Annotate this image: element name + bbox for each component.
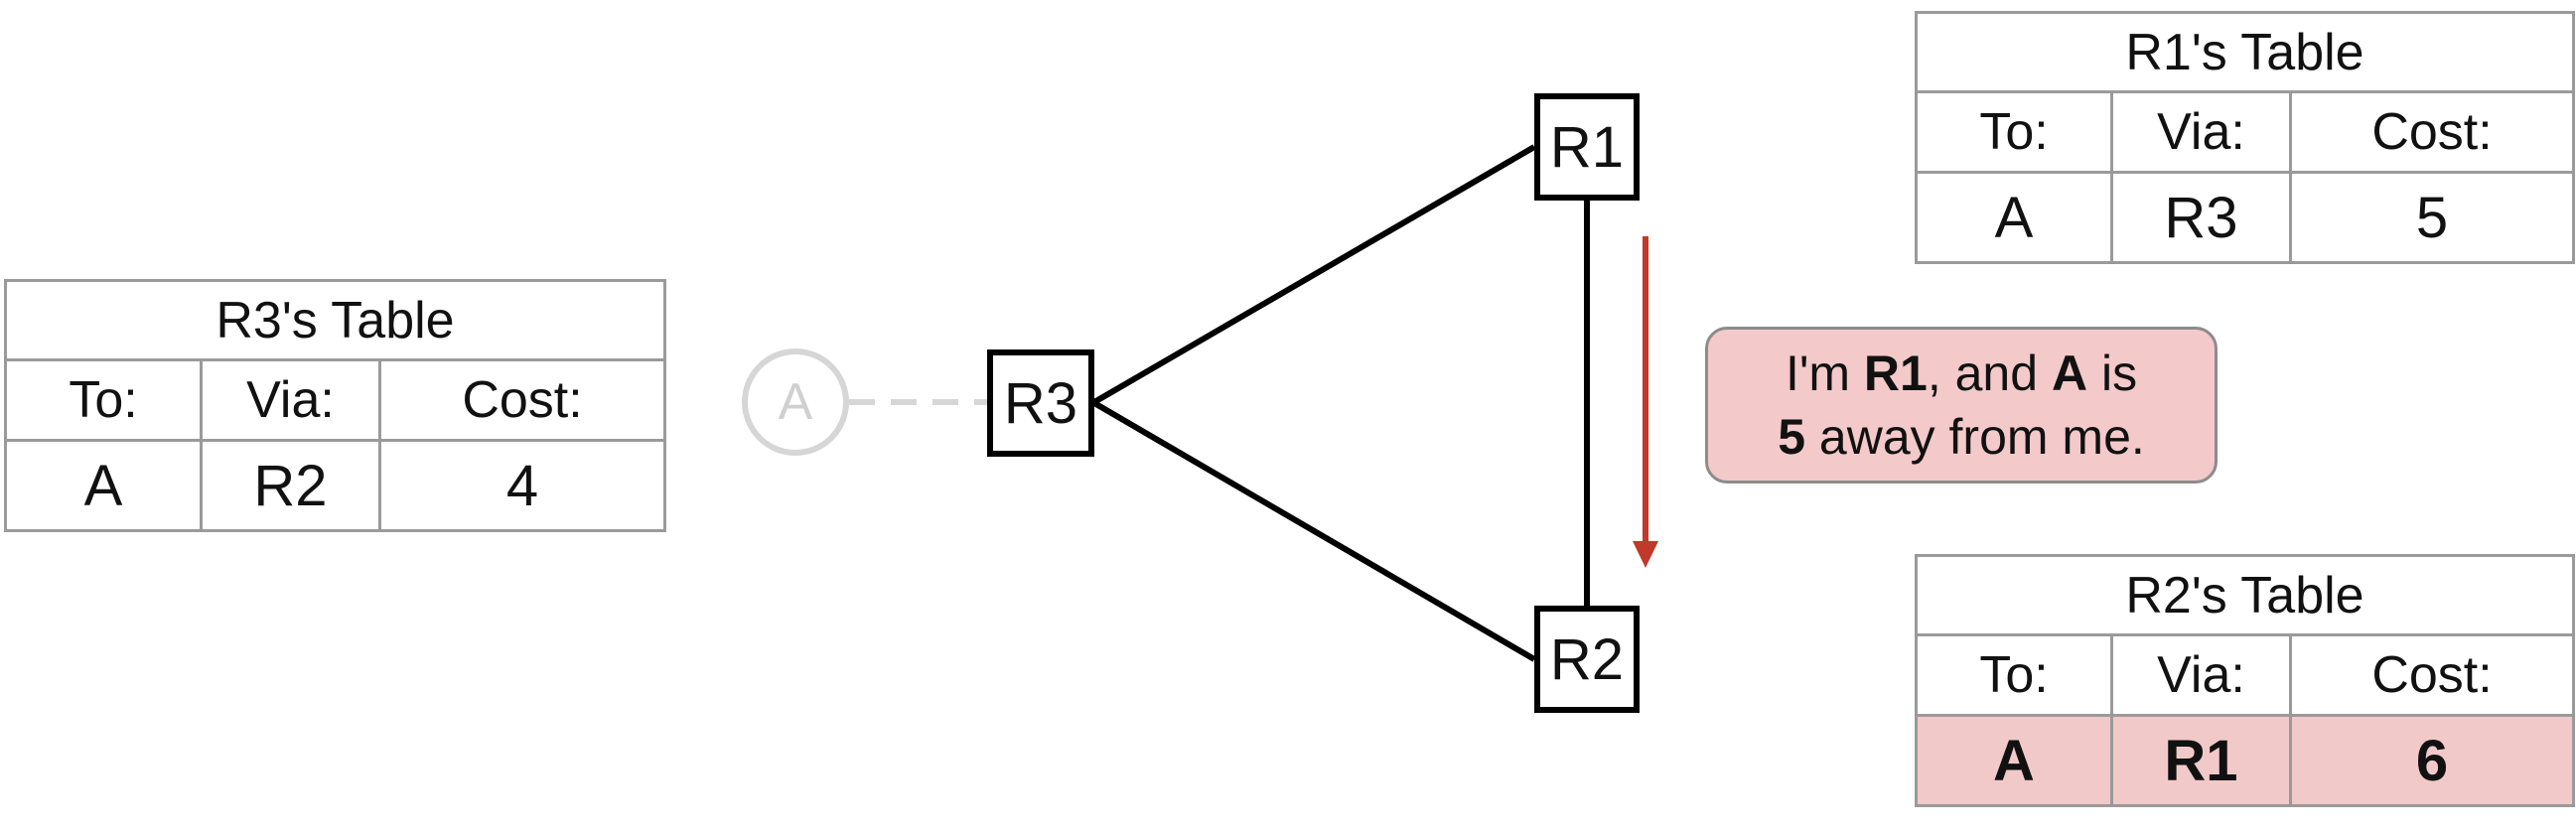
router-r2-label: R2 (1549, 626, 1625, 692)
message-line-1: I'm R1, and A is (1708, 342, 2215, 405)
message-text: , and (1927, 346, 2052, 401)
host-a-label: A (778, 373, 813, 431)
cell-to: A (1915, 171, 2113, 264)
router-r3-label: R3 (1003, 370, 1078, 436)
cell-cost: 6 (2289, 714, 2575, 807)
table-row: A R2 4 (4, 439, 666, 532)
advertisement-message: I'm R1, and A is 5 away from me. (1705, 327, 2218, 484)
advertisement-arrowhead (1633, 541, 1658, 568)
host-a-node: A (742, 348, 849, 456)
table-title: R2's Table (1915, 554, 2575, 636)
table-title: R3's Table (4, 279, 666, 361)
header-to: To: (1915, 633, 2113, 717)
cell-cost: 5 (2289, 171, 2575, 264)
updated-table-row: A R1 6 (1915, 714, 2575, 807)
header-to: To: (4, 358, 203, 442)
cell-via: R2 (200, 439, 381, 532)
router-r2: R2 (1534, 606, 1640, 713)
router-r1: R1 (1534, 93, 1640, 201)
header-via: Via: (2110, 90, 2292, 174)
message-text: I'm (1785, 346, 1864, 401)
cell-to: A (1915, 714, 2113, 807)
table-title: R1's Table (1915, 11, 2575, 93)
r2-routing-table: R2's Table To: Via: Cost: A R1 6 (1915, 554, 2575, 807)
header-via: Via: (2110, 633, 2292, 717)
cell-cost: 4 (378, 439, 666, 532)
message-router: R1 (1863, 346, 1928, 401)
message-destination: A (2051, 346, 2088, 401)
link-r3-r2 (1092, 400, 1536, 662)
table-row: A R3 5 (1915, 171, 2575, 264)
header-cost: Cost: (2289, 633, 2575, 717)
router-r3: R3 (987, 349, 1094, 457)
header-cost: Cost: (378, 358, 666, 442)
message-line-2: 5 away from me. (1708, 405, 2215, 469)
message-text: is (2087, 346, 2138, 401)
router-r1-label: R1 (1549, 114, 1625, 180)
header-cost: Cost: (2289, 90, 2575, 174)
cell-via: R3 (2110, 171, 2292, 264)
r3-routing-table: R3's Table To: Via: Cost: A R2 4 (4, 279, 666, 532)
r1-routing-table: R1's Table To: Via: Cost: A R3 5 (1915, 11, 2575, 264)
header-via: Via: (200, 358, 381, 442)
cell-via: R1 (2110, 714, 2292, 807)
link-r3-r1 (1092, 144, 1536, 405)
message-text: away from me. (1805, 409, 2145, 465)
header-to: To: (1915, 90, 2113, 174)
cell-to: A (4, 439, 203, 532)
message-cost: 5 (1778, 409, 1806, 465)
